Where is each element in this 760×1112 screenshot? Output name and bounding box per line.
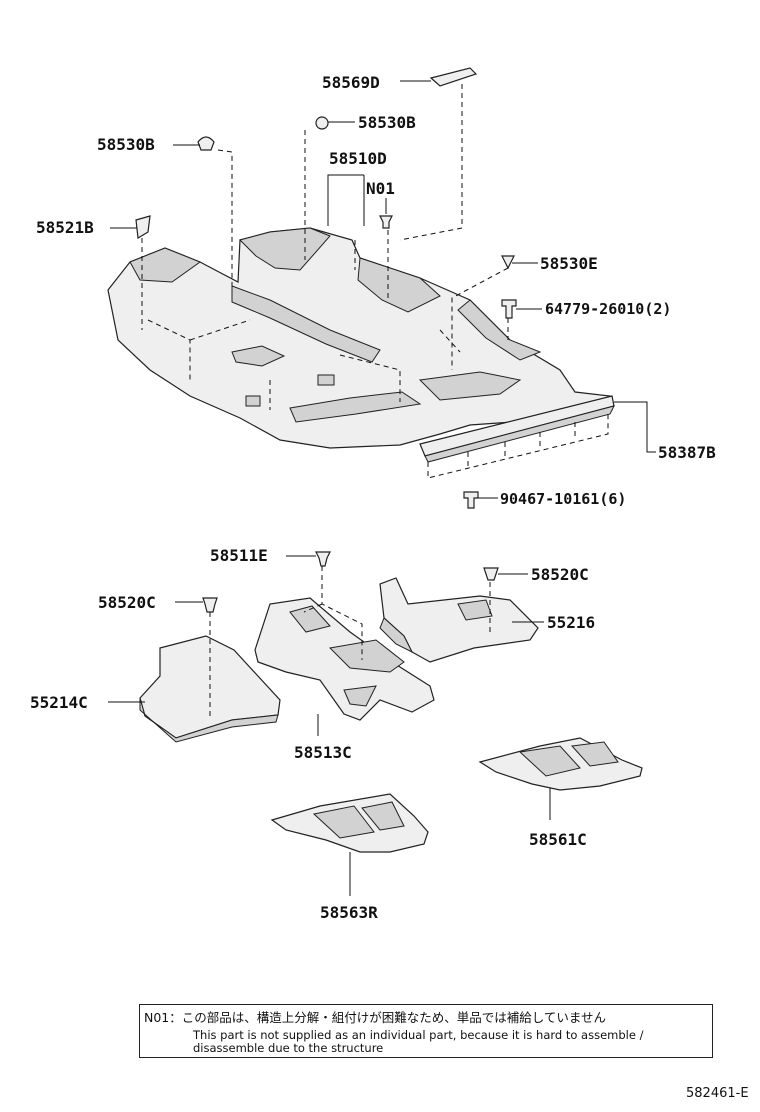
mat-58563R [270,793,429,853]
note-english-line1: This part is not supplied as an individu… [193,1028,644,1042]
note-english: This part is not supplied as an individu… [193,1029,643,1055]
label-55216: 55216 [547,613,595,632]
clip-90467-icon [463,491,479,509]
leaders-bottom [108,555,551,896]
clip-58511E-icon [315,551,331,567]
label-N01: N01 [366,179,395,198]
label-58530E: 58530E [540,254,598,273]
label-58520C-right: 58520C [531,565,589,584]
clip-58530E-icon [501,255,515,270]
note-box: N01：この部品は、構造上分解・組付けが困難なため、単品では補給していません T… [139,1004,713,1058]
label-58387B: 58387B [658,443,716,462]
label-58530B-top: 58530B [358,113,416,132]
clip-58520C-right-icon [483,567,499,581]
clip-58520C-left-icon [202,597,218,613]
clip-58569D-icon [429,67,478,87]
label-90467-10161: 90467-10161(6) [500,490,626,508]
label-58521B: 58521B [36,218,94,237]
carpet-55216 [379,577,539,663]
label-58510D: 58510D [329,149,387,168]
clip-58530B-left-icon [197,136,215,151]
scuff-plate-58387B [419,395,615,479]
clip-58530B-top-icon [315,116,329,130]
label-58530B-left: 58530B [97,135,155,154]
main-carpet-guides [141,84,509,410]
label-58561C: 58561C [529,830,587,849]
clip-64779-icon [501,299,517,319]
label-58563R: 58563R [320,903,378,922]
lower-guides [209,566,491,716]
label-55214C: 55214C [30,693,88,712]
figure-id: 582461-E [686,1086,749,1101]
label-58513C: 58513C [294,743,352,762]
label-58569D: 58569D [322,73,380,92]
floor-carpet-main [107,227,613,449]
label-64779-26010: 64779-26010(2) [545,300,671,318]
note-japanese: N01：この部品は、構造上分解・組付けが困難なため、単品では補給していません [144,1010,607,1025]
leaders-top [110,80,656,499]
clip-58521B-icon [135,215,151,239]
mat-58561C [478,737,643,791]
label-58511E: 58511E [210,546,268,565]
clip-N01-icon [379,215,393,229]
label-58520C-left: 58520C [98,593,156,612]
carpet-58513C [254,597,435,721]
note-english-line2: disassemble due to the structure [193,1041,384,1055]
